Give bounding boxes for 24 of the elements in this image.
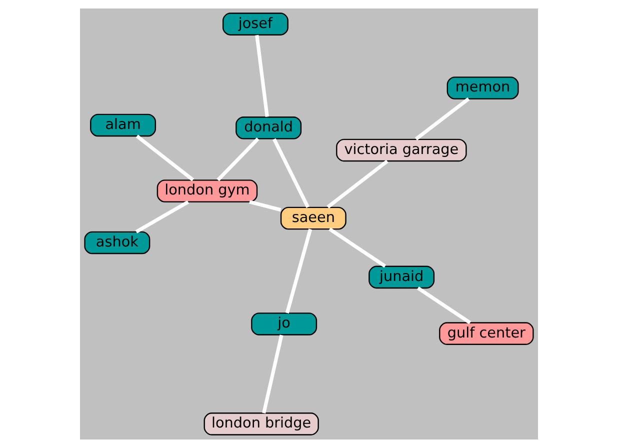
connector — [135, 134, 194, 182]
connector — [414, 97, 470, 140]
connector — [216, 138, 259, 182]
node-box: london bridge — [203, 412, 318, 436]
connector — [328, 228, 386, 268]
node-box: jo — [250, 312, 317, 336]
node-box: memon — [446, 76, 518, 100]
connector — [284, 228, 312, 314]
connector — [272, 138, 310, 208]
node-box: ashok — [84, 231, 150, 254]
connector — [416, 286, 471, 324]
node-box: saeen — [280, 206, 346, 230]
node-box: victoria garrage — [336, 138, 466, 162]
node-box: donald — [235, 116, 302, 140]
node-box: josef — [222, 12, 288, 36]
connector — [248, 200, 281, 212]
connector — [134, 200, 189, 234]
connector — [254, 34, 268, 117]
node-box: junaid — [368, 266, 434, 289]
node-box: alam — [90, 114, 156, 137]
node-box: london gym — [156, 180, 258, 202]
connector — [326, 160, 388, 209]
node-box: gulf center — [438, 322, 534, 345]
connector — [262, 334, 283, 414]
